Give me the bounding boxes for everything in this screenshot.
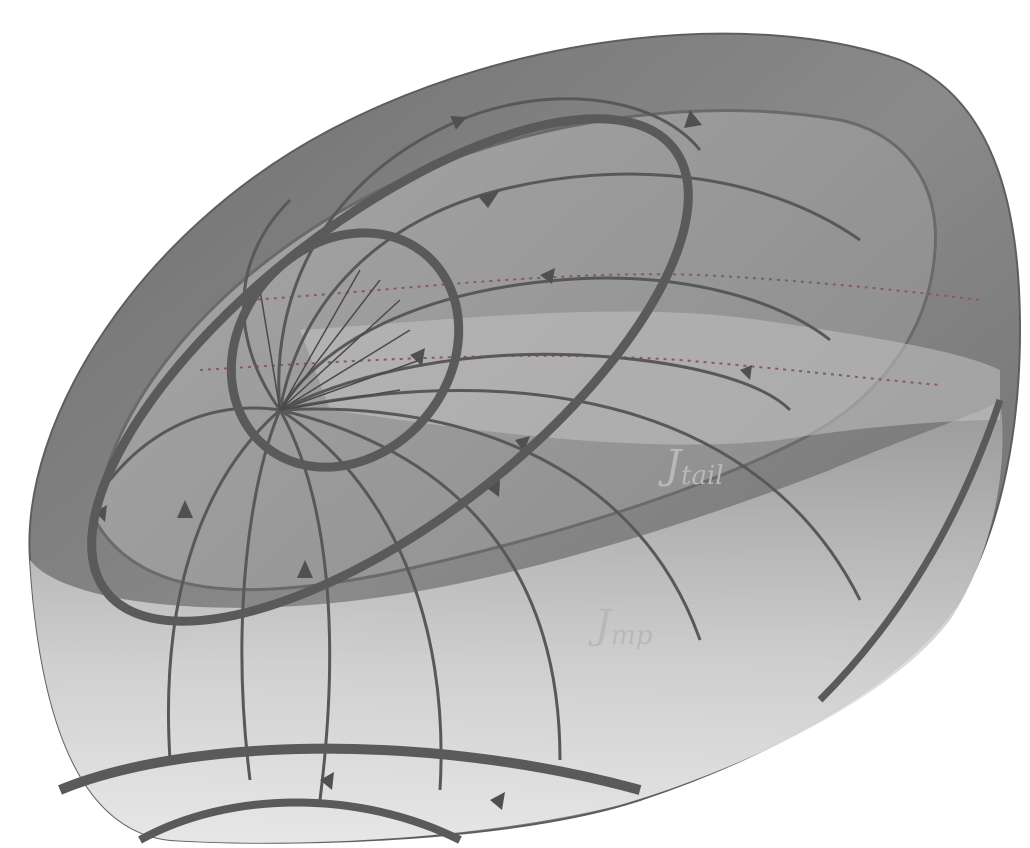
lower-current-loop xyxy=(138,798,462,844)
dotted-line xyxy=(199,354,941,386)
label-j-tail-subscript: tail xyxy=(681,461,724,491)
lower-current-loop xyxy=(58,743,642,795)
plasma-sheet xyxy=(300,311,1000,445)
field-lines xyxy=(108,97,862,801)
region-current-ring xyxy=(87,114,693,626)
lower-lobe xyxy=(30,400,1003,843)
polar-rays xyxy=(259,269,421,411)
side-current-band xyxy=(817,398,1004,703)
arrowhead-icon xyxy=(95,110,752,810)
dotted-line xyxy=(249,273,981,301)
label-j-mp-subscript: mp xyxy=(611,621,653,651)
